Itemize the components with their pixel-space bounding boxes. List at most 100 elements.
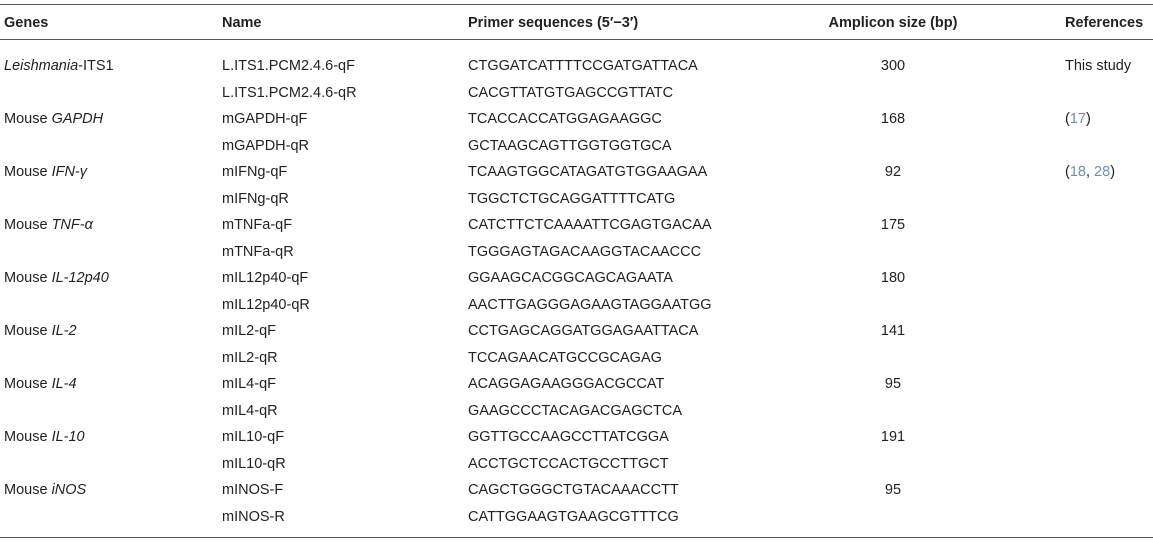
primer-sequence: TGGCTCTGCAGGATTTTCATG xyxy=(468,190,676,207)
primer-sequence: CCTGAGCAGGATGGAGAATTACA xyxy=(468,323,699,339)
gene-cell: Mouse TNF-α xyxy=(4,215,93,235)
table-row: Mouse IL-4 mIL4-qF ACAGGAGAAGGGACGCCAT 95 xyxy=(0,372,1153,399)
reference-text: ( xyxy=(1065,111,1070,127)
reference-link[interactable]: 28 xyxy=(1094,164,1111,180)
gene-symbol: Leishmania xyxy=(4,58,79,74)
table-top-rule xyxy=(0,4,1153,5)
table-header-row: Genes Name Primer sequences (5′−3′) Ampl… xyxy=(0,4,1153,39)
reference-link[interactable]: 18 xyxy=(1069,164,1086,180)
table-row: mIL10-qR ACCTGCTCCACTGCCTTGCT xyxy=(0,452,1153,479)
gene-prefix: Mouse xyxy=(4,270,52,286)
primer-name: mINOS-R xyxy=(222,508,285,525)
gene-symbol: iNOS xyxy=(51,482,87,498)
gene-cell: Mouse IL-12p40 xyxy=(4,268,109,288)
gene-symbol: IL-12p40 xyxy=(51,270,109,286)
primer-name: mIL10-qR xyxy=(222,455,286,472)
gene-prefix: Mouse xyxy=(4,111,52,127)
table-row: Mouse IFN-γ mIFNg-qF TCAAGTGGCATAGATGTGGAA… xyxy=(0,160,1153,187)
amplicon-size: 180 xyxy=(880,270,906,286)
table-row: Mouse GAPDH mGAPDH-qF TCACCACCATGGAGAAGGC 1… xyxy=(0,107,1153,134)
primer-sequence: CACGTTATGTGAGCCGTTATC xyxy=(468,84,674,101)
primer-sequence: CTGGATCATTTTCCGATGATTACA xyxy=(468,58,698,74)
gene-symbol: IFN-γ xyxy=(51,164,87,180)
primer-name: mIL12p40-qF xyxy=(222,270,309,286)
table-row: mIL4-qR GAAGCCCTACAGACGAGCTCA xyxy=(0,399,1153,426)
primer-name: mIL2-qR xyxy=(222,349,278,366)
gene-symbol: GAPDH xyxy=(51,111,104,127)
table-row: mIL2-qR TCCAGAACATGCCGCAGAG xyxy=(0,346,1153,373)
reference-text: This study xyxy=(1065,58,1132,74)
primer-sequence: GGAAGCACGGCAGCAGAATA xyxy=(468,270,673,286)
header-genes: Genes xyxy=(4,15,49,31)
header-references: References xyxy=(1065,15,1144,31)
primer-name: mIFNg-qF xyxy=(222,164,288,180)
amplicon-size: 175 xyxy=(880,217,906,233)
amplicon-size: 191 xyxy=(880,429,906,445)
reference-link[interactable]: 17 xyxy=(1069,111,1086,127)
reference-text: ) xyxy=(1110,164,1116,180)
reference-text: ) xyxy=(1085,111,1091,127)
primer-sequence: CATCTTCTCAAAATTCGAGTGACAA xyxy=(468,217,712,233)
primer-sequence: TGGGAGTAGACAAGGTACAACCC xyxy=(468,243,702,260)
primer-name: mIFNg-qR xyxy=(222,190,289,207)
gene-prefix: Mouse xyxy=(4,217,52,233)
reference-cell: (17) xyxy=(1065,109,1091,129)
gene-cell: Mouse IFN-γ xyxy=(4,162,87,182)
table-row: mGAPDH-qR GCTAAGCAGTTGGTGGTGCA xyxy=(0,134,1153,161)
table-row: Mouse IL-12p40 mIL12p40-qF GGAAGCACGGCAGCA… xyxy=(0,266,1153,293)
amplicon-size: 92 xyxy=(884,164,902,180)
reference-cell: (18, 28) xyxy=(1065,162,1115,182)
primer-sequence: TCCAGAACATGCCGCAGAG xyxy=(468,349,662,366)
header-name: Name xyxy=(222,15,262,31)
header-amplicon-size: Amplicon size (bp) xyxy=(828,15,958,31)
gene-symbol: IL-4 xyxy=(51,376,77,392)
primer-sequence: TCAAGTGGCATAGATGTGGAAGAA xyxy=(468,164,708,180)
gene-prefix: Mouse xyxy=(4,482,52,498)
gene-symbol: IL-2 xyxy=(51,323,77,339)
reference-cell: This study xyxy=(1065,56,1131,76)
primer-name: L.ITS1.PCM2.4.6-qR xyxy=(222,84,357,101)
primer-sequence: GCTAAGCAGTTGGTGGTGCA xyxy=(468,137,672,154)
gene-cell: Mouse GAPDH xyxy=(4,109,103,129)
gene-prefix: Mouse xyxy=(4,429,52,445)
primer-sequence: TCACCACCATGGAGAAGGC xyxy=(468,111,662,127)
primer-sequence: GGTTGCCAAGCCTTATCGGA xyxy=(468,429,669,445)
gene-cell: Mouse iNOS xyxy=(4,480,86,500)
primer-sequence: AACTTGAGGGAGAAGTAGGAATGG xyxy=(468,296,712,313)
table-row: mINOS-R CATTGGAAGTGAAGCGTTTCG xyxy=(0,505,1153,532)
gene-prefix: Mouse xyxy=(4,164,52,180)
primer-name: mGAPDH-qF xyxy=(222,111,308,127)
primer-sequence: ACAGGAGAAGGGACGCCAT xyxy=(468,376,665,392)
gene-prefix: Mouse xyxy=(4,376,52,392)
header-rule xyxy=(0,39,1153,40)
reference-separator: , xyxy=(1085,164,1095,180)
gene-symbol: IL-10 xyxy=(51,429,85,445)
primer-name: mGAPDH-qR xyxy=(222,137,310,154)
table-row: mTNFa-qR TGGGAGTAGACAAGGTACAACCC xyxy=(0,240,1153,267)
gene-cell: Mouse IL-2 xyxy=(4,321,77,341)
primer-sequence: CAGCTGGGCTGTACAAACCTT xyxy=(468,482,679,498)
primer-sequence: GAAGCCCTACAGACGAGCTCA xyxy=(468,402,683,419)
amplicon-size: 300 xyxy=(880,58,906,74)
gene-symbol: TNF-α xyxy=(51,217,93,233)
primer-name: mIL10-qF xyxy=(222,429,285,445)
table-row: mIFNg-qR TGGCTCTGCAGGATTTTCATG xyxy=(0,187,1153,214)
primer-sequence: CATTGGAAGTGAAGCGTTTCG xyxy=(468,508,679,525)
amplicon-size: 95 xyxy=(884,376,902,392)
gene-cell: Leishmania-ITS1 xyxy=(4,56,114,76)
primer-name: mIL4-qR xyxy=(222,402,278,419)
primer-name: mTNFa-qR xyxy=(222,243,294,260)
primer-name: mIL4-qF xyxy=(222,376,276,392)
primer-sequence: ACCTGCTCCACTGCCTTGCT xyxy=(468,455,669,472)
header-primer-sequences: Primer sequences (5′−3′) xyxy=(468,15,639,31)
table-row: L.ITS1.PCM2.4.6-qR CACGTTATGTGAGCCGTTATC xyxy=(0,81,1153,108)
primer-name: mINOS-F xyxy=(222,482,284,498)
table-bottom-rule xyxy=(0,537,1153,538)
gene-prefix: Mouse xyxy=(4,323,52,339)
